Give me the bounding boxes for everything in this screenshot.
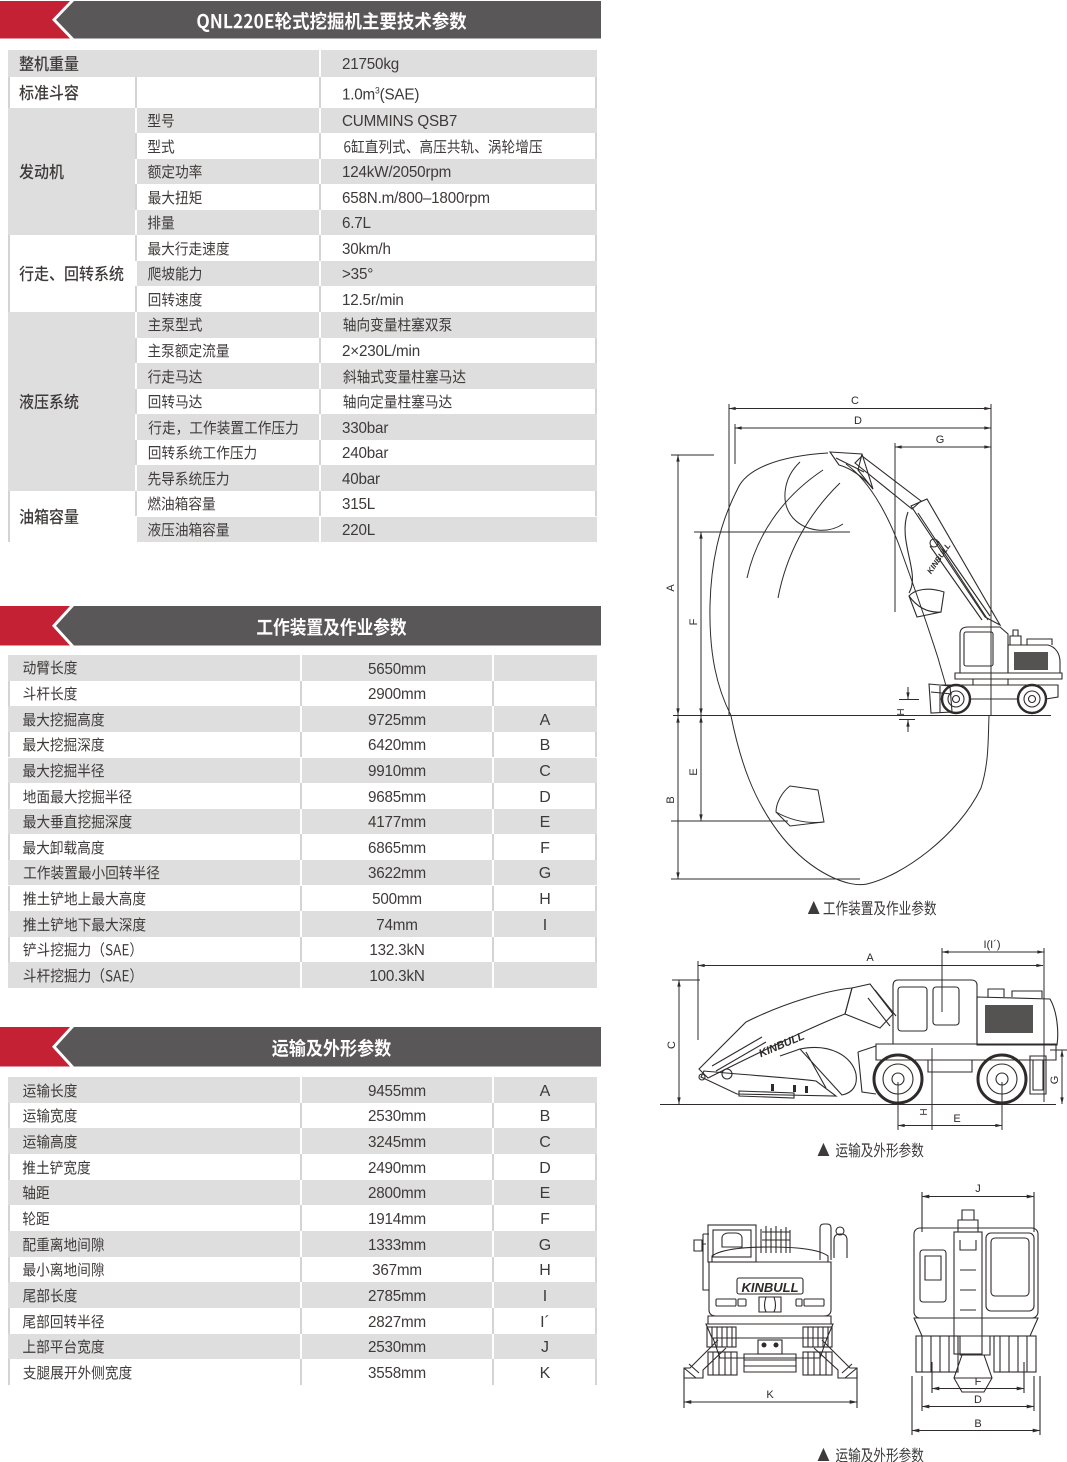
svg-text:D: D [854,415,862,427]
svg-text:D: D [974,1394,982,1406]
svg-text:E: E [953,1113,960,1125]
svg-text:KINBULL: KINBULL [925,541,952,575]
svg-text:F: F [688,618,700,625]
svg-text:A: A [866,952,874,964]
svg-text:A: A [665,584,677,592]
svg-text:J: J [975,1183,981,1195]
svg-text:C: C [851,395,859,407]
svg-text:G: G [936,434,945,446]
svg-text:K: K [766,1389,774,1401]
svg-text:F: F [975,1376,982,1388]
svg-text:H: H [896,708,907,715]
svg-text:B: B [974,1418,981,1430]
svg-text:E: E [688,768,700,775]
svg-text:I(I´): I(I´) [983,939,1000,951]
svg-text:H: H [919,1108,930,1115]
svg-text:C: C [666,1041,678,1049]
svg-text:KINBULL: KINBULL [741,1280,798,1295]
svg-text:B: B [665,796,677,803]
svg-text:G: G [1049,1076,1061,1085]
